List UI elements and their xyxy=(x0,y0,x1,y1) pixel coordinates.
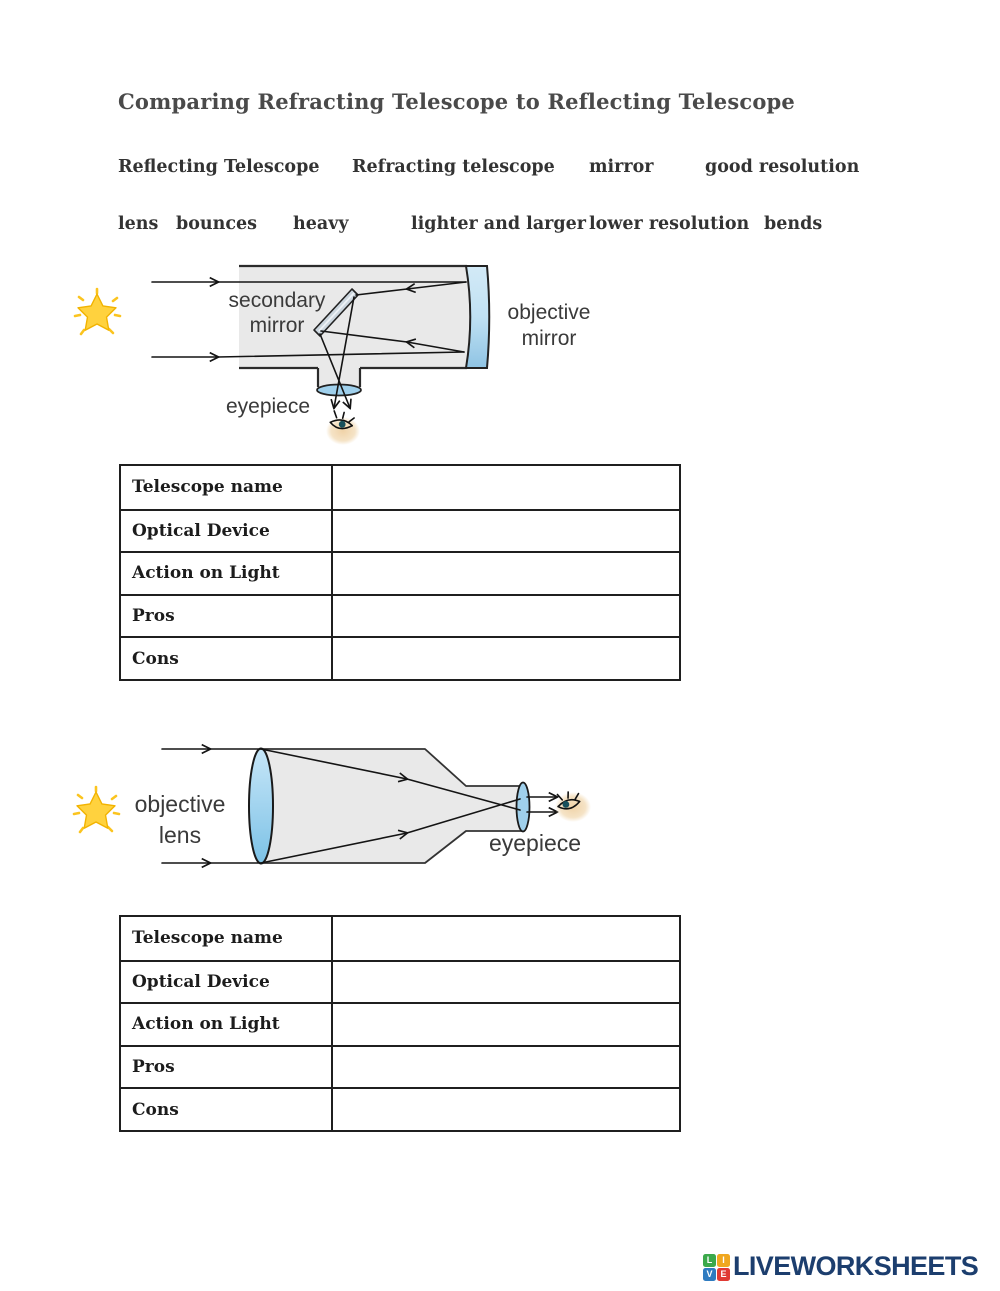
glowing-star-icon xyxy=(73,287,122,336)
table-row: Cons xyxy=(121,1087,679,1130)
row-label: Cons xyxy=(121,1089,333,1130)
word-bank-item: Reflecting Telescope xyxy=(118,157,320,177)
word-bank-item: bounces xyxy=(176,214,257,234)
table-row: Telescope name xyxy=(121,466,679,509)
glowing-star-icon xyxy=(72,785,121,834)
logo-square-i: I xyxy=(717,1254,730,1267)
word-bank-item: bends xyxy=(764,214,823,234)
answer-cell[interactable] xyxy=(333,962,679,1003)
word-bank-item: heavy xyxy=(293,214,349,234)
logo-square-l: L xyxy=(703,1254,716,1267)
word-bank-item: lower resolution xyxy=(589,214,750,234)
objective-lens-label: lens xyxy=(159,822,201,848)
logo-square-e: E xyxy=(717,1268,730,1281)
table-row: Action on Light xyxy=(121,1002,679,1045)
brand-wordmark: LIVEWORKSHEETS xyxy=(733,1251,979,1281)
objective-mirror-label: mirror xyxy=(522,327,577,350)
word-bank-item: mirror xyxy=(589,157,654,177)
eye-icon xyxy=(555,791,591,822)
eyepiece-lens xyxy=(515,781,531,833)
secondary-mirror-label: secondary xyxy=(229,289,326,312)
reflecting-telescope-diagram: secondary mirror objective mirror eyepie… xyxy=(151,264,591,445)
table-row: Pros xyxy=(121,1044,679,1088)
eye-icon xyxy=(326,410,360,445)
answer-cell[interactable] xyxy=(333,917,679,960)
answer-cell[interactable] xyxy=(333,596,679,637)
word-bank-item: Refracting telescope xyxy=(352,157,555,177)
row-label: Telescope name xyxy=(121,466,333,509)
answer-cell[interactable] xyxy=(333,638,679,679)
liveworksheets-footer: L I V E LIVEWORKSHEETS xyxy=(703,1251,979,1281)
light-rays xyxy=(161,749,557,863)
table-row: Action on Light xyxy=(121,551,679,594)
table-row: Cons xyxy=(121,636,679,679)
telescope-tube xyxy=(260,748,524,864)
page-title: Comparing Refracting Telescope to Reflec… xyxy=(118,89,795,114)
refracting-telescope-table: Telescope name Optical Device Action on … xyxy=(119,915,681,1132)
answer-cell[interactable] xyxy=(333,553,679,594)
word-bank-item: good resolution xyxy=(705,157,860,177)
row-label: Pros xyxy=(121,595,333,637)
answer-cell[interactable] xyxy=(333,511,679,552)
eyepiece-lens xyxy=(316,383,362,397)
table-row: Telescope name xyxy=(121,917,679,960)
objective-mirror xyxy=(464,265,491,369)
eyepiece-label: eyepiece xyxy=(489,830,581,856)
row-label: Pros xyxy=(121,1046,333,1088)
table-row: Optical Device xyxy=(121,508,679,552)
liveworksheets-logo-icon: L I V E xyxy=(703,1254,730,1281)
row-label: Action on Light xyxy=(121,1004,333,1045)
light-rays xyxy=(151,282,467,408)
objective-lens xyxy=(248,747,274,865)
eyepiece-label: eyepiece xyxy=(226,395,310,418)
row-label: Telescope name xyxy=(121,917,333,960)
answer-cell[interactable] xyxy=(333,1047,679,1088)
reflecting-telescope-table: Telescope name Optical Device Action on … xyxy=(119,464,681,681)
word-bank-item: lens xyxy=(118,214,159,234)
refracting-telescope-diagram: objective lens eyepiece xyxy=(135,735,591,900)
table-row: Pros xyxy=(121,593,679,637)
logo-square-v: V xyxy=(703,1268,716,1281)
table-row: Optical Device xyxy=(121,959,679,1003)
objective-lens-label: objective xyxy=(135,791,226,817)
secondary-mirror-label: mirror xyxy=(250,314,305,337)
answer-cell[interactable] xyxy=(333,1004,679,1045)
answer-cell[interactable] xyxy=(333,1089,679,1130)
word-bank-item: lighter and larger xyxy=(411,214,586,234)
answer-cell[interactable] xyxy=(333,466,679,509)
objective-mirror-label: objective xyxy=(508,301,591,324)
row-label: Cons xyxy=(121,638,333,679)
row-label: Optical Device xyxy=(121,510,333,552)
row-label: Action on Light xyxy=(121,553,333,594)
row-label: Optical Device xyxy=(121,961,333,1003)
telescope-tube xyxy=(239,266,480,389)
